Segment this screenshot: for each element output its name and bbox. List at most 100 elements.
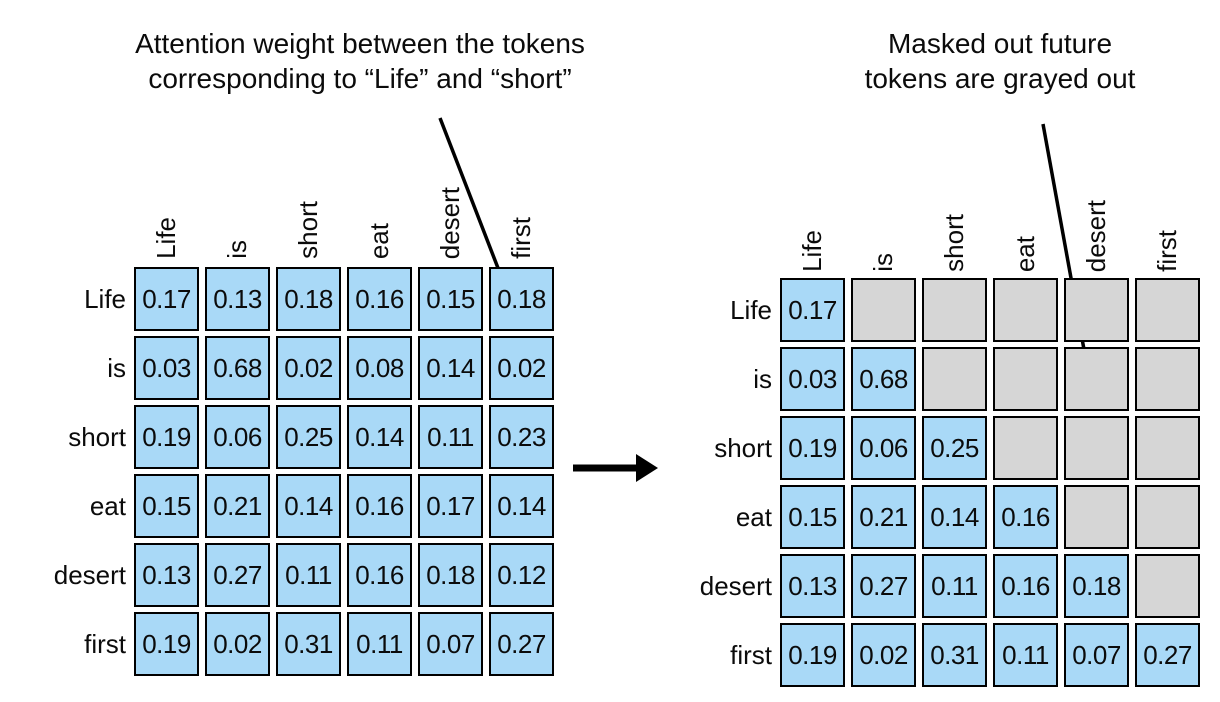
attention-weight-cell: 0.12 bbox=[489, 543, 554, 607]
masked-cell bbox=[993, 347, 1058, 411]
attention-weight-cell: 0.02 bbox=[851, 623, 916, 687]
attention-weight-cell: 0.31 bbox=[922, 623, 987, 687]
column-header: Life bbox=[151, 217, 181, 259]
full-matrix-column-headers: Life is short eat desert first bbox=[131, 139, 557, 261]
attention-weight-cell: 0.17 bbox=[418, 474, 483, 538]
attention-weight-cell: 0.15 bbox=[780, 485, 845, 549]
row-label: short bbox=[68, 421, 126, 452]
attention-weight-cell: 0.27 bbox=[205, 543, 270, 607]
masked-cell bbox=[1135, 416, 1200, 480]
attention-weight-cell: 0.11 bbox=[347, 612, 412, 676]
attention-weight-cell: 0.31 bbox=[276, 612, 341, 676]
attention-weight-cell: 0.15 bbox=[418, 267, 483, 331]
attention-weight-cell: 0.13 bbox=[134, 543, 199, 607]
right-arrow-icon bbox=[573, 454, 658, 482]
attention-weight-cell: 0.02 bbox=[276, 336, 341, 400]
column-header: first bbox=[506, 217, 536, 259]
left-caption: Attention weight between the tokens corr… bbox=[70, 26, 650, 96]
attention-weight-cell: 0.13 bbox=[780, 554, 845, 618]
row-label: first bbox=[730, 639, 772, 670]
attention-weight-cell: 0.16 bbox=[347, 267, 412, 331]
attention-weight-cell: 0.07 bbox=[1064, 623, 1129, 687]
masked-cell bbox=[1135, 554, 1200, 618]
attention-weight-cell: 0.68 bbox=[851, 347, 916, 411]
attention-weight-cell: 0.11 bbox=[922, 554, 987, 618]
attention-weight-cell: 0.18 bbox=[489, 267, 554, 331]
masked-cell bbox=[1064, 278, 1129, 342]
row-label: first bbox=[84, 628, 126, 659]
attention-weight-cell: 0.14 bbox=[347, 405, 412, 469]
attention-weight-cell: 0.11 bbox=[993, 623, 1058, 687]
column-header: eat bbox=[364, 222, 394, 259]
row-label: Life bbox=[84, 283, 126, 314]
row-label: eat bbox=[89, 490, 126, 521]
right-caption-line1: Masked out future bbox=[887, 28, 1113, 59]
attention-weight-cell: 0.02 bbox=[489, 336, 554, 400]
attention-weight-cell: 0.16 bbox=[993, 485, 1058, 549]
attention-weight-cell: 0.03 bbox=[780, 347, 845, 411]
attention-weight-cell: 0.17 bbox=[780, 278, 845, 342]
attention-weight-cell: 0.27 bbox=[489, 612, 554, 676]
attention-weight-cell: 0.18 bbox=[276, 267, 341, 331]
attention-weight-cell: 0.06 bbox=[851, 416, 916, 480]
attention-weight-cell: 0.21 bbox=[851, 485, 916, 549]
column-header: is bbox=[222, 240, 252, 259]
column-header: short bbox=[939, 214, 969, 272]
column-header: desert bbox=[1081, 199, 1111, 272]
column-header: short bbox=[293, 201, 323, 259]
attention-weight-cell: 0.03 bbox=[134, 336, 199, 400]
attention-weight-cell: 0.07 bbox=[418, 612, 483, 676]
row-label: desert bbox=[53, 559, 126, 590]
masked-cell bbox=[1064, 416, 1129, 480]
masked-cell bbox=[922, 347, 987, 411]
attention-weight-cell: 0.27 bbox=[1135, 623, 1200, 687]
attention-weight-cell: 0.16 bbox=[347, 474, 412, 538]
attention-weight-cell: 0.14 bbox=[922, 485, 987, 549]
column-header: eat bbox=[1010, 235, 1040, 272]
row-label: is bbox=[753, 363, 772, 394]
row-label: desert bbox=[699, 570, 772, 601]
masked-cell bbox=[851, 278, 916, 342]
attention-weight-cell: 0.02 bbox=[205, 612, 270, 676]
column-header: Life bbox=[797, 230, 827, 272]
attention-weight-cell: 0.19 bbox=[134, 612, 199, 676]
attention-weight-cell: 0.18 bbox=[1064, 554, 1129, 618]
masked-cell bbox=[1135, 347, 1200, 411]
attention-weight-cell: 0.25 bbox=[922, 416, 987, 480]
attention-weight-cell: 0.17 bbox=[134, 267, 199, 331]
column-header: desert bbox=[435, 186, 465, 259]
row-label: Life bbox=[730, 294, 772, 325]
attention-weight-cell: 0.68 bbox=[205, 336, 270, 400]
column-header: is bbox=[868, 253, 898, 272]
attention-weight-cell: 0.14 bbox=[276, 474, 341, 538]
attention-weight-cell: 0.14 bbox=[489, 474, 554, 538]
attention-weight-cell: 0.11 bbox=[418, 405, 483, 469]
masked-cell bbox=[1064, 485, 1129, 549]
row-label: is bbox=[107, 352, 126, 383]
masked-cell bbox=[922, 278, 987, 342]
full-matrix-row-labels: Life is short eat desert first bbox=[20, 267, 126, 676]
masked-cell bbox=[1135, 485, 1200, 549]
column-header: first bbox=[1152, 230, 1182, 272]
masked-cell bbox=[1135, 278, 1200, 342]
attention-weight-cell: 0.19 bbox=[780, 623, 845, 687]
masked-cell bbox=[1064, 347, 1129, 411]
attention-weight-cell: 0.19 bbox=[134, 405, 199, 469]
attention-weight-cell: 0.18 bbox=[418, 543, 483, 607]
masked-cell bbox=[993, 278, 1058, 342]
left-caption-line2: corresponding to “Life” and “short” bbox=[148, 63, 572, 94]
attention-weight-cell: 0.19 bbox=[780, 416, 845, 480]
row-label: eat bbox=[735, 501, 772, 532]
attention-weight-cell: 0.27 bbox=[851, 554, 916, 618]
left-caption-line1: Attention weight between the tokens bbox=[135, 28, 585, 59]
row-label: short bbox=[714, 432, 772, 463]
attention-weight-cell: 0.21 bbox=[205, 474, 270, 538]
right-caption-line2: tokens are grayed out bbox=[864, 63, 1136, 94]
attention-weight-cell: 0.15 bbox=[134, 474, 199, 538]
right-caption: Masked out future tokens are grayed out bbox=[790, 26, 1210, 96]
attention-weight-cell: 0.13 bbox=[205, 267, 270, 331]
attention-weight-cell: 0.06 bbox=[205, 405, 270, 469]
